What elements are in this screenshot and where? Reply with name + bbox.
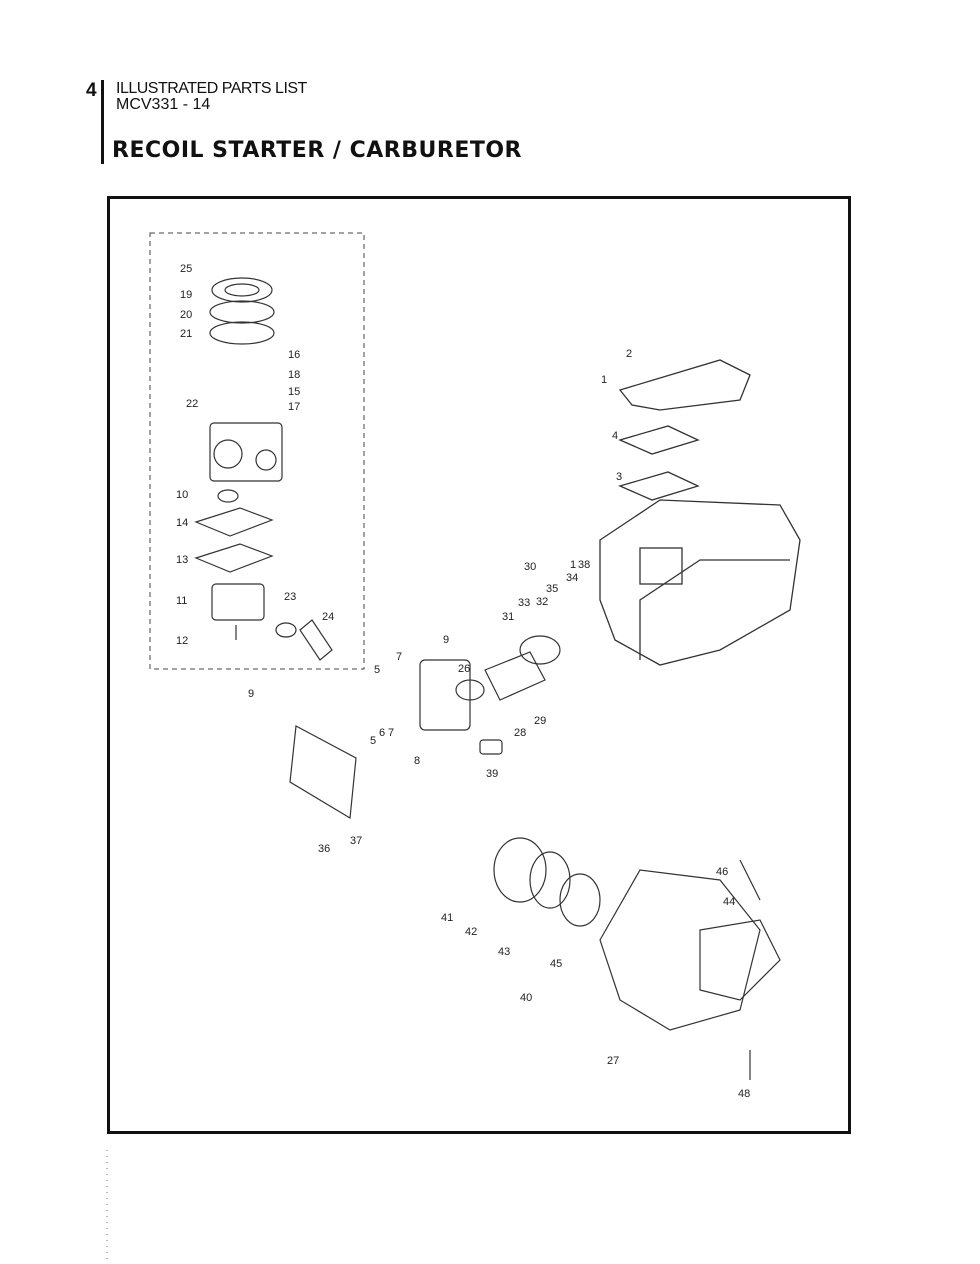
carburetor-kit-box xyxy=(149,232,365,670)
callout-7b: 7 xyxy=(388,727,394,739)
callout-38: 38 xyxy=(578,559,590,571)
doc-type: ILLUSTRATED PARTS LIST xyxy=(116,80,307,97)
margin-dots xyxy=(106,1150,108,1260)
callout-7a: 7 xyxy=(396,651,402,663)
callout-13: 13 xyxy=(176,554,188,566)
callout-5a: 5 xyxy=(374,664,380,676)
callout-6: 6 xyxy=(379,727,385,739)
callout-27: 27 xyxy=(607,1055,619,1067)
callout-26: 26 xyxy=(458,663,470,675)
callout-41: 41 xyxy=(441,912,453,924)
callout-16: 16 xyxy=(288,349,300,361)
callout-43: 43 xyxy=(498,946,510,958)
callout-42: 42 xyxy=(465,926,477,938)
callout-30: 30 xyxy=(524,561,536,573)
callout-36: 36 xyxy=(318,843,330,855)
callout-46: 46 xyxy=(716,866,728,878)
callout-5b: 5 xyxy=(370,735,376,747)
engine-housing xyxy=(599,359,801,666)
diagram-frame xyxy=(107,196,851,1134)
page-number: 4 xyxy=(86,80,97,101)
callout-48: 48 xyxy=(738,1088,750,1100)
callout-44: 44 xyxy=(723,896,735,908)
callout-40: 40 xyxy=(520,992,532,1004)
callout-15: 15 xyxy=(288,386,300,398)
callout-24: 24 xyxy=(322,611,334,623)
callout-37: 37 xyxy=(350,835,362,847)
header-rule xyxy=(101,80,104,164)
callout-8: 8 xyxy=(414,755,420,767)
page-title: RECOIL STARTER / CARBURETOR xyxy=(112,138,522,163)
callout-21: 21 xyxy=(180,328,192,340)
callout-33: 33 xyxy=(518,597,530,609)
part-callouts: 25 19 20 21 16 18 15 22 17 10 14 13 11 2… xyxy=(176,263,750,1100)
callout-32: 32 xyxy=(536,596,548,608)
callout-9b: 9 xyxy=(443,634,449,646)
callout-20: 20 xyxy=(180,309,192,321)
recoil-starter-parts xyxy=(493,837,781,1080)
callout-3: 3 xyxy=(616,471,622,483)
callout-9a: 9 xyxy=(248,688,254,700)
callout-39: 39 xyxy=(486,768,498,780)
callout-25: 25 xyxy=(180,263,192,275)
callout-14: 14 xyxy=(176,517,188,529)
callout-17: 17 xyxy=(288,401,300,413)
callout-1-38: 1 xyxy=(570,559,576,571)
callout-4: 4 xyxy=(612,430,618,442)
callout-34: 34 xyxy=(566,572,578,584)
callout-29: 29 xyxy=(534,715,546,727)
callout-12: 12 xyxy=(176,635,188,647)
callout-31: 31 xyxy=(502,611,514,623)
callout-45: 45 xyxy=(550,958,562,970)
callout-23: 23 xyxy=(284,591,296,603)
callout-19: 19 xyxy=(180,289,192,301)
callout-28: 28 xyxy=(514,727,526,739)
callout-1: 1 xyxy=(601,374,607,386)
callout-2: 2 xyxy=(626,348,632,360)
callout-18: 18 xyxy=(288,369,300,381)
model-number: MCV331 - 14 xyxy=(116,96,211,113)
callout-35: 35 xyxy=(546,583,558,595)
callout-22: 22 xyxy=(186,398,198,410)
callout-11: 11 xyxy=(176,595,187,607)
intake-parts xyxy=(289,635,561,820)
carburetor-parts xyxy=(194,277,333,661)
callout-10: 10 xyxy=(176,489,188,501)
